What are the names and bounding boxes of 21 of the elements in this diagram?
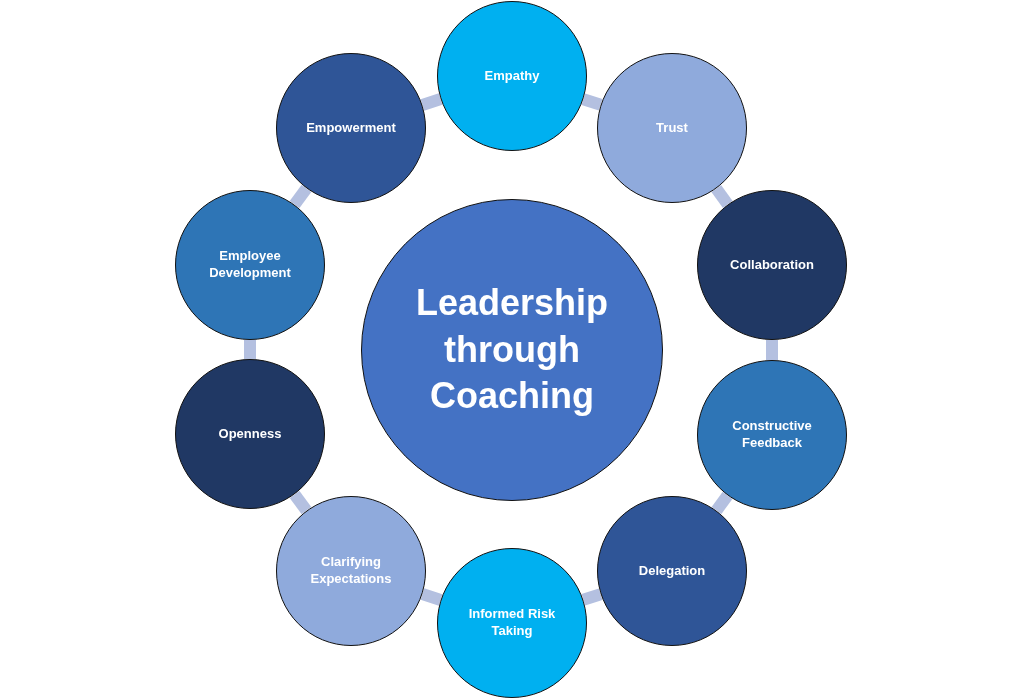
node-label: Constructive Feedback (731, 418, 813, 452)
connector-band (244, 340, 256, 359)
node-label: Trust (655, 119, 689, 137)
node-label: Empowerment (305, 119, 397, 137)
connector-band (581, 93, 603, 111)
connector-band (711, 491, 733, 515)
connector-band (420, 588, 443, 606)
node-label: Delegation (637, 562, 707, 580)
center-title: Leadership through Coaching (414, 280, 610, 419)
connector-band (420, 93, 443, 111)
node-label: Informed Risk Taking (467, 606, 557, 640)
node-label: Employee Development (208, 248, 292, 282)
connector-band (581, 588, 603, 606)
connector-band (289, 184, 312, 209)
node-label: Empathy (483, 67, 541, 85)
connector-band (711, 185, 733, 208)
node-label: Openness (217, 425, 283, 443)
node-label: Clarifying Expectations (309, 554, 393, 588)
node-label: Collaboration (729, 256, 815, 274)
connector-band (289, 490, 312, 515)
connector-band (766, 340, 778, 360)
